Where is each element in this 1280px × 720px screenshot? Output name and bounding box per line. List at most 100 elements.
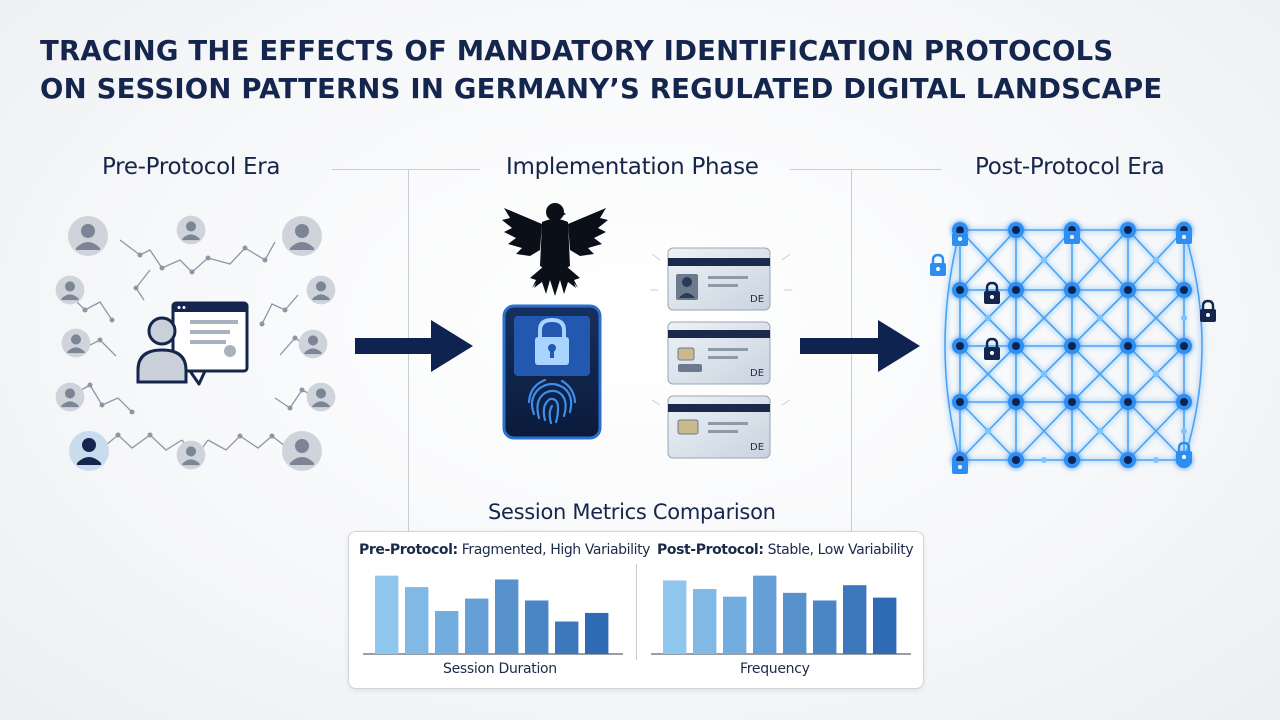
network-node-core (1068, 456, 1076, 464)
network-mid-node (1153, 371, 1159, 377)
user-avatar-icon (306, 382, 336, 412)
post-protocol-label: Post-Protocol: (657, 542, 764, 558)
user-avatar-icon (306, 275, 336, 305)
network-mid-node (985, 428, 991, 434)
network-node-core (1124, 342, 1132, 350)
id-card-label: DE (750, 368, 764, 379)
network-mid-node (1153, 257, 1159, 263)
page-title: TRACING THE EFFECTS OF MANDATORY IDENTIF… (40, 32, 1240, 108)
network-node-core (956, 226, 964, 234)
section-title-post: Post-Protocol Era (975, 154, 1165, 180)
user-avatar-icon (282, 216, 322, 256)
metrics-panel: Pre-Protocol: Fragmented, High Variabili… (348, 531, 924, 689)
title-line-2: ON SESSION PATTERNS IN GERMANY’S REGULAT… (40, 73, 1163, 105)
network-mid-node (1097, 428, 1103, 434)
padlock-icon (1176, 441, 1192, 464)
chart-bar (555, 621, 579, 654)
divider-right (790, 169, 942, 170)
user-avatar-icon (55, 275, 85, 305)
network-node-core (956, 286, 964, 294)
chart-bar (465, 598, 489, 654)
user-avatar-icon (282, 431, 322, 471)
network-node-core (1180, 286, 1188, 294)
network-node-core (1124, 456, 1132, 464)
chart-frequency (651, 575, 911, 655)
metrics-title: Session Metrics Comparison (488, 500, 776, 524)
chart-bar (375, 575, 399, 654)
chart-bar (783, 592, 807, 654)
chart-bar (585, 612, 609, 654)
network-node-core (1012, 226, 1020, 234)
network-node-core (1068, 398, 1076, 406)
user-avatar-icon (61, 328, 91, 358)
user-avatar-group (55, 215, 336, 471)
post-protocol-metric-heading: Post-Protocol: Stable, Low Variability (657, 542, 914, 558)
network-node-core (1012, 456, 1020, 464)
arrow-right-icon (355, 320, 473, 372)
padlock-icon (984, 281, 1000, 304)
network-mid-node (1041, 457, 1047, 463)
network-node-core (1068, 342, 1076, 350)
network-node-core (1012, 342, 1020, 350)
pre-protocol-metric-heading: Pre-Protocol: Fragmented, High Variabili… (359, 542, 650, 558)
post-protocol-desc: Stable, Low Variability (763, 542, 914, 558)
post-protocol-network (930, 221, 1216, 474)
network-node-core (956, 342, 964, 350)
chart-bar (525, 600, 549, 654)
user-avatar-icon-highlighted (69, 431, 109, 471)
biometric-lock-panel (502, 304, 602, 440)
network-mid-node (1041, 257, 1047, 263)
network-node-core (1124, 226, 1132, 234)
chart-bar (813, 600, 837, 654)
network-mid-node (1041, 371, 1047, 377)
padlock-icon (1200, 299, 1216, 322)
fingerprint-icon (527, 378, 577, 425)
pre-protocol-desc: Fragmented, High Variability (457, 542, 651, 558)
profile-window-icon (136, 301, 249, 386)
id-card-label: DE (750, 442, 764, 453)
network-node-core (1180, 342, 1188, 350)
id-card-label: DE (750, 294, 764, 305)
chart-bar (405, 587, 429, 654)
chart-bar (435, 611, 459, 654)
padlock-icon (984, 337, 1000, 360)
chart-session-duration (363, 575, 623, 655)
post-axis-label: Frequency (740, 661, 810, 677)
padlock-icon (952, 223, 968, 246)
id-card-icon: DE (667, 321, 771, 385)
chart-bar (693, 589, 717, 654)
arrow-right-icon (800, 320, 920, 372)
user-avatar-icon (298, 329, 328, 359)
chart-bar (843, 585, 867, 654)
network-mid-node (1153, 457, 1159, 463)
title-line-1: TRACING THE EFFECTS OF MANDATORY IDENTIF… (40, 35, 1114, 67)
id-card-stack: DE DE DE (650, 247, 792, 459)
federal-eagle-icon (502, 203, 608, 296)
chart-bar (495, 579, 519, 654)
lock-icon (535, 317, 569, 365)
padlock-icon (930, 253, 946, 276)
padlock-icon (1176, 221, 1192, 244)
panel-divider (636, 564, 637, 660)
pre-protocol-label: Pre-Protocol: (359, 542, 458, 558)
network-mid-node (1181, 428, 1187, 434)
network-node-core (1124, 398, 1132, 406)
network-node-core (1068, 286, 1076, 294)
id-card-icon: DE (667, 247, 771, 311)
network-mid-node (985, 315, 991, 321)
user-avatar-icon (176, 215, 206, 245)
network-node-core (1012, 398, 1020, 406)
pre-axis-label: Session Duration (443, 661, 557, 677)
network-node-core (956, 398, 964, 406)
id-card-icon: DE (667, 395, 771, 459)
padlock-icon (952, 451, 968, 474)
section-title-pre: Pre-Protocol Era (102, 154, 281, 180)
padlock-icon (1064, 221, 1080, 244)
network-mid-node (1181, 315, 1187, 321)
network-node-core (1012, 286, 1020, 294)
chart-bar (753, 575, 777, 654)
user-avatar-icon (68, 216, 108, 256)
network-node-core (1180, 398, 1188, 406)
network-node-core (1124, 286, 1132, 294)
chart-bar (663, 580, 687, 654)
